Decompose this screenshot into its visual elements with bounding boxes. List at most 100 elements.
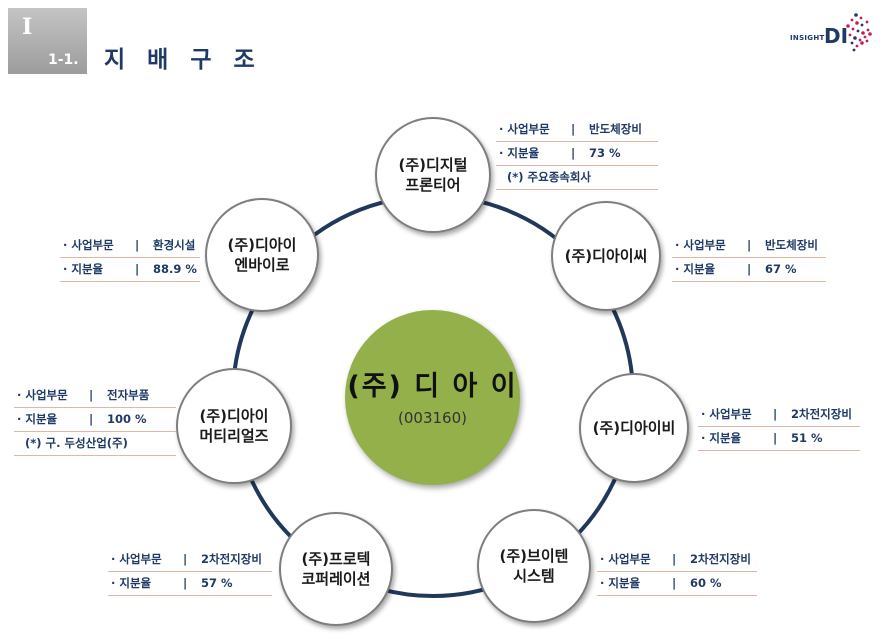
info-value: 반도체장비: [589, 122, 642, 136]
info-separator: |: [571, 146, 576, 160]
info-separator: |: [773, 407, 778, 421]
info-row-business: · 사업부문|환경시설: [60, 234, 200, 258]
info-row-stake: · 지분율 | 73 %: [496, 142, 658, 166]
info-row-stake: · 지분율 | 60 %: [597, 572, 757, 596]
info-label: · 지분율: [499, 146, 540, 160]
info-row-stake: · 지분율 | 88.9 %: [60, 258, 200, 282]
logo-dot: [860, 23, 864, 27]
subsidiary-name: (주)디아이 엔바이로: [227, 235, 297, 274]
info-label: · 지분율: [63, 262, 104, 276]
logo-dot: [863, 35, 867, 39]
subsidiary-name: (주)디아이 머티리얼즈: [199, 406, 269, 445]
subsidiary-name: (주)디지털 프론티어: [398, 155, 468, 194]
logo-dot: [855, 21, 859, 25]
info-label: · 사업부문: [675, 238, 726, 252]
info-value: 환경시설: [153, 238, 196, 252]
info-row-stake: · 지분율|57 %: [108, 572, 272, 596]
subsidiary-node-v10-system: (주)브이텐 시스템: [477, 509, 591, 623]
section-number: 1-1.: [48, 52, 79, 68]
info-value: 60 %: [690, 576, 722, 590]
info-value: 2차전지장비: [791, 407, 852, 421]
info-label: · 사업부문: [499, 122, 550, 136]
info-value: 2차전지장비: [201, 552, 262, 566]
logo-insight-text: INSIGHT: [790, 34, 825, 42]
info-separator: |: [571, 122, 576, 136]
logo-dot: [858, 38, 862, 42]
info-row-stake: · 지분율 | 67 %: [672, 258, 826, 282]
subsidiary-node-dib: (주)디아이비: [579, 373, 689, 483]
logo-dot: [850, 18, 854, 22]
logo-dot: [865, 39, 869, 43]
info-v10-system: · 사업부문|2차전지장비 · 지분율|60 %: [597, 548, 757, 596]
info-row-business: · 사업부문 | 2차전지장비: [698, 403, 860, 427]
subsidiary-name: (주)디아이비: [592, 418, 676, 437]
logo-dots-icon: [846, 13, 872, 52]
info-dic: · 사업부문 | 반도체장비 · 지분율 | 67 %: [672, 234, 826, 282]
logo-dot: [852, 48, 856, 52]
center-company-name: (주) 디 아 이: [347, 371, 518, 402]
logo-dot: [856, 29, 860, 33]
info-label: · 지분율: [111, 576, 152, 590]
section-roman-numeral: I: [22, 14, 33, 40]
subsidiary-node-digital-frontier: (주)디지털 프론티어: [375, 117, 491, 233]
info-row-stake: · 지분율|100 %: [14, 408, 176, 432]
info-separator: |: [135, 238, 140, 252]
logo-dot: [846, 24, 850, 28]
info-row-business: · 사업부문 | 반도체장비: [672, 234, 826, 258]
logo-dot: [859, 16, 863, 20]
logo-dot: [855, 44, 859, 48]
info-row-stake: · 지분율|51 %: [698, 427, 860, 451]
subsidiary-node-protec-corporation: (주)프로텍 코퍼레이션: [279, 512, 393, 626]
info-separator: |: [672, 552, 677, 566]
center-company-node: (주) 디 아 이 (003160): [345, 310, 520, 485]
info-value: 57 %: [201, 576, 233, 590]
subsidiary-node-di-materials: (주)디아이 머티리얼즈: [176, 368, 292, 484]
info-label: · 사업부문: [17, 388, 68, 402]
info-dib: · 사업부문|2차전지장비 · 지분율|51 %: [698, 403, 860, 451]
info-row-business: · 사업부문 | 2차전지장비: [108, 548, 272, 572]
info-note: (*) 구. 두성산업(주): [25, 436, 128, 450]
logo-dot: [868, 32, 872, 36]
logo-dot: [850, 41, 854, 45]
info-label: · 지분율: [701, 431, 742, 445]
logo-dot: [866, 28, 870, 32]
info-value: 전자부품: [107, 388, 150, 402]
info-label: · 지분율: [600, 576, 641, 590]
info-separator: |: [135, 262, 140, 276]
info-label: · 사업부문: [600, 552, 651, 566]
info-value: 67 %: [765, 262, 797, 276]
info-row-business: · 사업부문 | 전자부품: [14, 384, 176, 408]
subsidiary-name: (주)프로텍 코퍼레이션: [301, 549, 371, 588]
section-badge: I 1-1.: [8, 8, 87, 74]
logo-dot: [861, 31, 865, 35]
info-row-business: · 사업부문 | 반도체장비: [496, 118, 658, 142]
info-separator: |: [183, 552, 188, 566]
info-separator: |: [672, 576, 677, 590]
info-value: 반도체장비: [765, 238, 818, 252]
info-separator: |: [89, 388, 94, 402]
logo-dot: [865, 20, 869, 24]
info-digital-frontier: · 사업부문 | 반도체장비 · 지분율 | 73 % (*) 주요종속회사: [496, 118, 658, 190]
subsidiary-node-dic: (주)디아이씨: [551, 201, 661, 311]
info-separator: |: [747, 262, 752, 276]
info-value: 73 %: [589, 146, 621, 160]
info-di-materials: · 사업부문 | 전자부품 · 지분율|100 % (*) 구. 두성산업(주): [14, 384, 176, 456]
logo-dot: [854, 13, 858, 17]
info-row-business: · 사업부문|2차전지장비: [597, 548, 757, 572]
subsidiary-name: (주)브이텐 시스템: [499, 546, 569, 585]
info-separator: |: [773, 431, 778, 445]
logo-dot: [848, 33, 852, 37]
info-separator: |: [747, 238, 752, 252]
insight-di-logo: INSIGHT DI: [790, 12, 876, 52]
subsidiary-name: (주)디아이씨: [564, 246, 648, 265]
info-protec-corporation: · 사업부문 | 2차전지장비 · 지분율|57 %: [108, 548, 272, 596]
info-label: · 지분율: [17, 412, 58, 426]
info-label: · 사업부문: [701, 407, 752, 421]
center-company-code: (003160): [398, 409, 467, 427]
info-di-enviro: · 사업부문|환경시설 · 지분율|88.9 %: [60, 234, 200, 282]
info-row-note: (*) 구. 두성산업(주): [14, 432, 176, 456]
info-label: · 사업부문: [111, 552, 162, 566]
info-note: (*) 주요종속회사: [507, 170, 592, 184]
info-label: · 지분율: [675, 262, 716, 276]
info-value: 88.9 %: [153, 262, 197, 276]
